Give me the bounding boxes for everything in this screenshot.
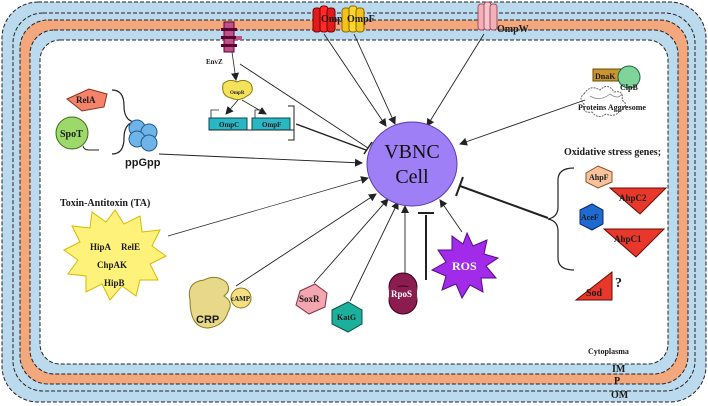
ompc-gene-label: OmpC: [219, 121, 239, 129]
katg: KatG: [331, 301, 363, 333]
dnak-label: DnaK: [595, 72, 616, 81]
ahpc2-protein: [608, 187, 668, 215]
vbnc-line1: VBNC: [384, 141, 440, 163]
camp-label: cAMP: [231, 295, 251, 303]
arrow-ompc: [323, 33, 387, 127]
acef-protein: [579, 203, 604, 231]
rpos: RpoS: [388, 272, 418, 315]
envz-label: EnvZ: [206, 58, 223, 66]
arrow-ompf: [353, 33, 396, 125]
oxidative-title: Oxidative stress genes;: [564, 147, 661, 158]
rele-label: RelE: [121, 242, 140, 252]
connections: [158, 33, 586, 302]
ahpc1-label: AhpC1: [614, 234, 642, 244]
soxr: SoxR: [295, 283, 328, 315]
ahpc1-protein: [602, 228, 666, 258]
camp-molecule: [230, 287, 252, 309]
ompf-label: OmpF: [347, 14, 375, 25]
sod-question: ?: [615, 276, 622, 291]
rela-label: RelA: [76, 95, 96, 105]
crp-camp: CRP cAMP: [188, 276, 252, 329]
ta-title: Toxin-Antitoxin (TA): [60, 198, 150, 209]
arrow-katg: [349, 201, 399, 302]
envz-system: EnvZ OmpR OmpC OmpF: [206, 21, 295, 141]
hipb-label: HipB: [104, 278, 125, 288]
inhibit-envz: [239, 63, 369, 149]
ahpf-label: AhpF: [589, 173, 609, 182]
ompw-porin: OmpW: [477, 1, 529, 35]
stringent-response: RelA SpoT ppGpp: [55, 88, 161, 169]
aggresome-label: Proteins Aggresome: [578, 103, 646, 112]
arrow-ompw: [426, 33, 485, 127]
ahpf-protein: [585, 165, 613, 189]
arrow-crp: [235, 193, 377, 287]
crp-label: CRP: [196, 314, 219, 326]
label-cytoplasm: Cytoplasma: [588, 347, 629, 356]
ppgpp-label: ppGpp: [125, 157, 161, 169]
spot-protein: [55, 116, 89, 150]
ta-burst: [63, 209, 167, 301]
rela-protein: [66, 88, 108, 112]
ompc-label: OmpC: [321, 14, 350, 25]
arrow-ros: [439, 199, 463, 233]
chpak-label: ChpAK: [97, 260, 127, 270]
crp-protein: [188, 276, 231, 329]
ros-label: ROS: [452, 259, 477, 273]
clpb-protein: [617, 65, 641, 89]
ompr-label: OmpR: [230, 91, 245, 96]
arrow-ta: [167, 176, 369, 237]
label-om: OM: [611, 390, 629, 401]
katg-label: KatG: [337, 313, 356, 322]
acef-label: AceF: [581, 213, 599, 222]
ompf-porin: OmpF: [341, 5, 375, 33]
hipa-label: HipA: [90, 242, 112, 252]
vbnc-cell: VBNC Cell: [366, 121, 458, 207]
arrow-ppgpp: [158, 153, 363, 167]
inhibit-genes: [295, 123, 367, 151]
ahpc2-label: AhpC2: [619, 193, 647, 203]
ros: ROS: [430, 231, 500, 300]
proteins-aggresome: DnaK ClpB Proteins Aggresome: [578, 65, 646, 118]
ompr-protein: [222, 79, 253, 101]
ompw-label: OmpW: [497, 24, 529, 35]
toxin-antitoxin: Toxin-Antitoxin (TA) HipA RelE ChpAK Hip…: [60, 198, 167, 301]
label-im: IM: [612, 364, 626, 375]
sod-protein: [574, 270, 613, 301]
vbnc-line2: Cell: [395, 166, 429, 188]
arrow-soxr: [313, 198, 389, 284]
label-p: P: [614, 376, 620, 387]
aggresome-tangle: [580, 86, 626, 118]
soxr-label: SoxR: [299, 294, 320, 304]
inhibit-oxidative: [459, 185, 549, 219]
sod-label: Sod: [586, 288, 603, 299]
oxidative-stress-genes: Oxidative stress genes; AhpF AhpC2 AceF …: [547, 147, 668, 301]
spot-label: SpoT: [60, 129, 83, 140]
ompc-porin: OmpC: [312, 5, 350, 33]
ppgpp-molecule: [128, 119, 158, 152]
ompf-gene-label: OmpF: [262, 121, 281, 129]
arrow-aggresome: [459, 99, 586, 146]
clpb-label: ClpB: [620, 83, 638, 92]
rpos-label: RpoS: [391, 289, 412, 299]
